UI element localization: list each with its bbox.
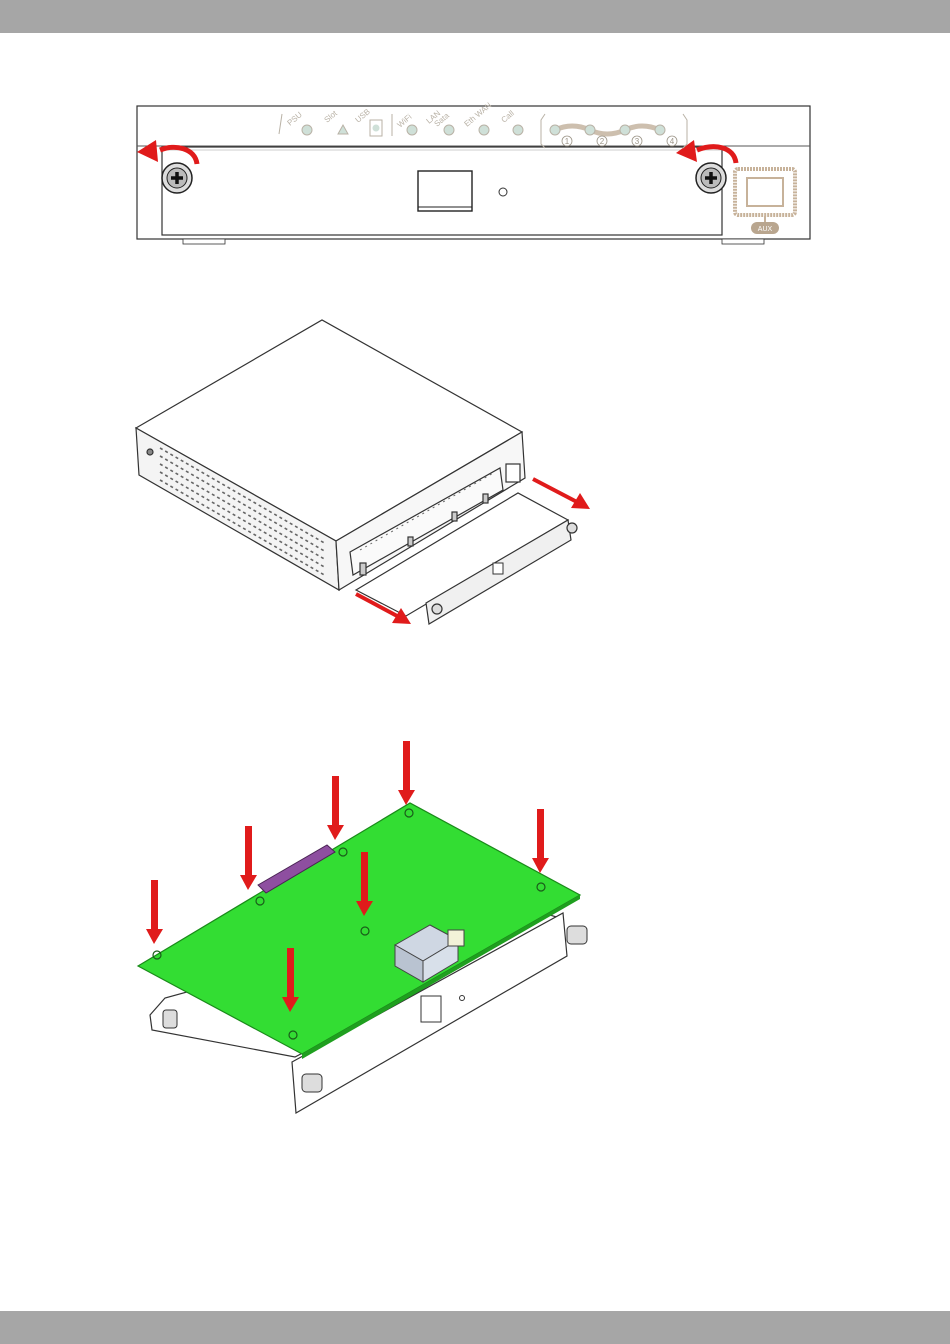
thumb-screw-right: [696, 163, 726, 193]
aux-label: AUX: [758, 226, 773, 233]
footer-bar: [0, 1311, 950, 1344]
port-window: [418, 171, 472, 211]
thumb-screw-left: [162, 163, 192, 193]
signal-number-4: 4: [670, 137, 675, 146]
signal-number-1: 1: [565, 137, 570, 146]
led-hole: [499, 188, 507, 196]
chassis-removal-figure: [136, 320, 590, 624]
signal-number-2: 2: [600, 137, 605, 146]
signal-number-3: 3: [635, 137, 640, 146]
pcb-mounting-figure: [138, 741, 587, 1113]
front-panel-figure: AUX PSU Slot USB WiFi LAN Sata Eth WAN C…: [137, 101, 810, 244]
slide-arrow-right: [533, 479, 577, 502]
